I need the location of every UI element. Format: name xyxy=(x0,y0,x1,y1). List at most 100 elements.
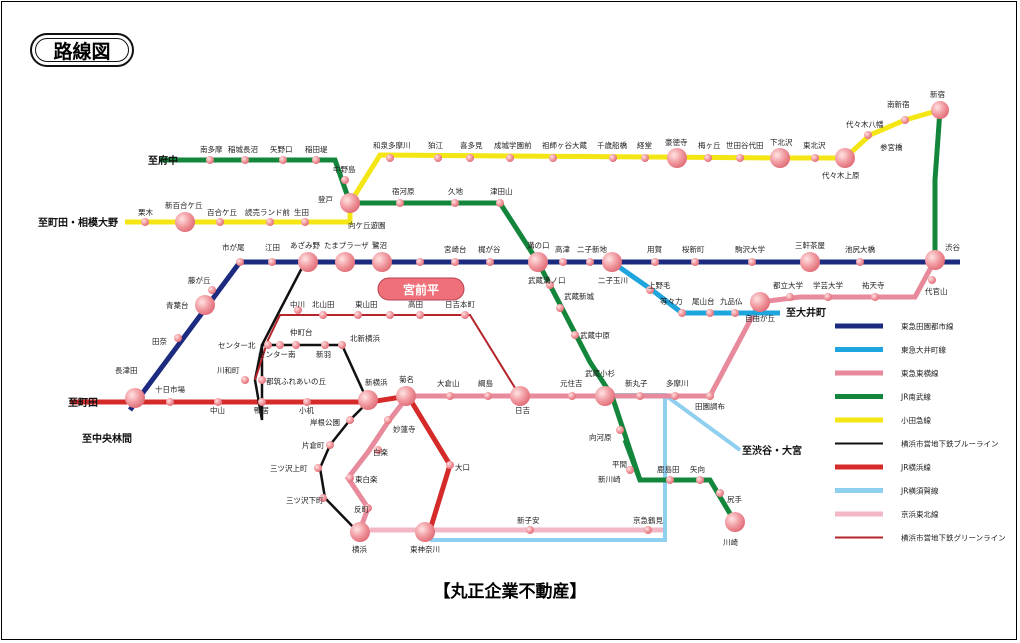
station-label: 田奈 xyxy=(152,336,167,346)
station-label: 三ツ沢上町 xyxy=(270,464,308,473)
station-label: 学芸大学 xyxy=(813,280,843,290)
station-label: 東白楽 xyxy=(355,474,378,484)
station-label: 代々木八幡 xyxy=(846,119,884,129)
station-label: 宿河原 xyxy=(392,186,415,196)
station-label: 鴨居 xyxy=(254,405,269,415)
station-label: 梅ヶ丘 xyxy=(698,140,721,150)
station-dots xyxy=(141,116,936,534)
station-label: 自由が丘 xyxy=(745,313,775,323)
station-label: 新宿 xyxy=(930,89,945,99)
station-label: 下北沢 xyxy=(770,138,793,147)
station-label: 等々力 xyxy=(660,296,683,306)
station-label: 大口 xyxy=(455,462,470,472)
station-label: 岸根公園 xyxy=(310,417,340,427)
station-label: 京急鶴見 xyxy=(633,515,663,525)
station-label: 渋谷 xyxy=(945,242,960,252)
station-label: 豪徳寺 xyxy=(665,137,688,147)
station-label: 日吉 xyxy=(515,406,530,415)
station-label: 久地 xyxy=(448,186,463,196)
station-label: 鹿島田 xyxy=(657,464,680,474)
station-label: 高津 xyxy=(555,244,570,254)
station-label: 矢向 xyxy=(690,464,705,474)
station-label: 新横浜 xyxy=(365,377,388,387)
legend-label: 横浜市営地下鉄グリーンライン xyxy=(901,533,1006,543)
station-label: 向ケ丘遊園 xyxy=(348,220,386,230)
station-label: 新百合ケ丘 xyxy=(165,200,203,210)
station-label: 宮崎台 xyxy=(444,244,467,254)
legend-label: 横浜市営地下鉄ブルーライン xyxy=(901,439,999,449)
station-label: 新丸子 xyxy=(625,378,648,388)
station-label: 反町 xyxy=(354,504,369,514)
station-label: 東北沢 xyxy=(803,140,826,150)
station-label: 鷺沼 xyxy=(372,240,387,250)
station-label: 川和町 xyxy=(217,366,240,375)
station-label: 読売ランド前 xyxy=(245,207,290,217)
station-label: 平間 xyxy=(612,460,627,469)
legend-label: 東急東横線 xyxy=(901,368,939,378)
station-label: あざみ野 xyxy=(290,240,320,250)
station-label: 桜新町 xyxy=(682,244,705,254)
station-label: 仲町台 xyxy=(290,327,313,337)
station-label: 妙蓮寺 xyxy=(393,424,416,434)
direction-chuorinkan: 至中央林間 xyxy=(82,432,132,445)
station-label: 千歳船橋 xyxy=(597,140,627,150)
legend-label: JR南武線 xyxy=(900,392,931,402)
station-label: 白楽 xyxy=(373,447,388,457)
station-label: 三ツ沢下町 xyxy=(286,496,324,505)
station-label: 日吉本町 xyxy=(445,299,475,309)
station-label: 多摩川 xyxy=(666,378,689,388)
station-label: 片倉町 xyxy=(302,440,325,450)
station-label: 三軒茶屋 xyxy=(795,240,825,250)
station-label: 二子玉川 xyxy=(598,276,628,285)
direction-shibuya-omiya: 至渋谷・大宮 xyxy=(742,444,802,457)
station-label: 生田 xyxy=(294,207,309,217)
station-label: 都立大学 xyxy=(773,280,803,290)
legend-label: 東急大井町線 xyxy=(901,345,946,355)
station-label: 経堂 xyxy=(637,140,652,150)
station-label: 長津田 xyxy=(115,366,138,375)
station-label: 南新宿 xyxy=(887,99,910,109)
station-labels: 南多摩 稲城長沼 矢野口 稲田堤 中野島 登戸 向ケ丘遊園 和泉多摩川 狛江 喜… xyxy=(115,89,960,554)
legend-label: JR横浜線 xyxy=(900,462,931,472)
station-label: 代官山 xyxy=(925,286,948,296)
station-label: 稲城長沼 xyxy=(228,144,258,154)
station-label: 武蔵溝ノ口 xyxy=(528,275,566,285)
station-label: 百合ケ丘 xyxy=(207,207,237,217)
station-label: 代々木上原 xyxy=(822,170,860,180)
legend-label: 小田急線 xyxy=(901,415,931,425)
station-label: 梶が谷 xyxy=(478,244,501,254)
legend-label: JR横須賀線 xyxy=(900,486,939,496)
station-label: 元住吉 xyxy=(560,378,583,388)
station-label: 二子新地 xyxy=(577,244,607,254)
station-label: 武蔵新城 xyxy=(564,291,594,301)
direction-oimachi: 至大井町 xyxy=(786,306,826,319)
direction-fuchu: 至府中 xyxy=(148,154,178,167)
station-label: 十日市場 xyxy=(155,384,185,394)
station-label: 東山田 xyxy=(355,299,378,309)
station-label: 菊名 xyxy=(399,374,414,384)
highlight-station-miyamaedaira[interactable]: 宮前平 xyxy=(377,258,465,301)
station-label: 狛江 xyxy=(428,140,443,150)
station-label: 市が尾 xyxy=(222,242,245,252)
station-label: 武蔵中原 xyxy=(580,330,610,340)
station-label: 都筑ふれあいの丘 xyxy=(266,376,326,386)
station-label: 新子安 xyxy=(517,515,540,525)
station-label: たまプラーザ xyxy=(324,241,369,250)
station-label: 北新横浜 xyxy=(350,333,380,343)
station-label: 新川崎 xyxy=(598,474,621,484)
station-label: 駒沢大学 xyxy=(735,244,765,254)
station-label: 用賀 xyxy=(647,244,662,254)
station-label: センター南 xyxy=(258,349,296,359)
station-label: 喜多見 xyxy=(460,140,483,150)
station-label: 中川 xyxy=(290,299,305,309)
station-label: 登戸 xyxy=(318,194,333,204)
station-label: 綱島 xyxy=(478,378,493,388)
line-green xyxy=(254,314,521,397)
station-label: 南多摩 xyxy=(200,144,223,154)
line-nambu-shinkawasaki xyxy=(622,439,643,481)
station-label: 川崎 xyxy=(723,537,738,547)
station-label: 池尻大橋 xyxy=(845,244,875,254)
legend-label: 京浜東北線 xyxy=(901,509,939,519)
